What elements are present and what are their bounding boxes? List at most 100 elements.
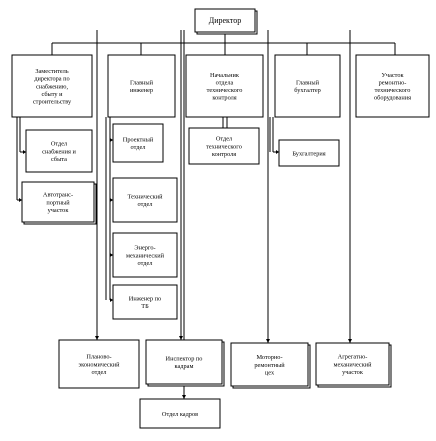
box-frame bbox=[25, 129, 93, 173]
box-label-line: снабжения и bbox=[42, 148, 76, 155]
org-box-hr-dept: Отдел кадров bbox=[139, 398, 221, 429]
box-label-line: Технический bbox=[128, 193, 164, 200]
box-label-line: Инспектор по bbox=[166, 355, 203, 362]
box-label-line: Моторно- bbox=[256, 354, 282, 361]
box-label-line: Проектный bbox=[123, 136, 154, 143]
box-label-line: ТБ bbox=[141, 303, 149, 310]
box-label-line: отдел bbox=[138, 201, 153, 208]
box-frame bbox=[112, 123, 164, 163]
arrow-head bbox=[95, 336, 99, 340]
box-label-line: портный bbox=[46, 199, 70, 206]
box-frame bbox=[58, 339, 140, 389]
box-label-line: Отдел кадров bbox=[162, 411, 198, 418]
box-label-line: инженер bbox=[130, 87, 153, 94]
box-frame bbox=[145, 339, 223, 385]
box-label-line: контроля bbox=[212, 151, 236, 158]
box-label-line: сбыту и bbox=[41, 91, 63, 98]
box-label-line: строительству bbox=[33, 98, 72, 105]
box-label-line: Планово- bbox=[86, 354, 111, 361]
arrow-head bbox=[110, 138, 113, 142]
box-label-line: Агрегатно- bbox=[338, 354, 368, 361]
box-label-line: директора по bbox=[34, 76, 69, 83]
box-label-line: ремонтный bbox=[254, 362, 285, 369]
box-frame bbox=[185, 54, 264, 118]
box-label-line: механический bbox=[126, 252, 165, 259]
box-label-line: сбыта bbox=[51, 156, 67, 163]
box-label-line: Главный bbox=[296, 79, 320, 86]
box-label-line: цех bbox=[265, 369, 275, 376]
box-label-line: участок bbox=[342, 369, 364, 376]
box-frame bbox=[112, 232, 178, 278]
box-frame bbox=[355, 54, 430, 118]
arrow-head bbox=[276, 150, 279, 154]
box-label-line: ремонтно- bbox=[379, 79, 407, 86]
arrow-head bbox=[110, 298, 113, 302]
box-frame bbox=[107, 54, 176, 118]
box-label-line: отдел bbox=[92, 369, 107, 376]
arrow-head bbox=[348, 339, 352, 343]
box-label-line: оборудования bbox=[374, 95, 411, 102]
box-label-line: Отдел bbox=[216, 136, 232, 143]
arrow-head bbox=[182, 395, 186, 399]
box-frame bbox=[315, 342, 390, 386]
box-label-line: Начальник bbox=[210, 72, 240, 79]
box-frame bbox=[11, 54, 93, 118]
arrow-head bbox=[179, 336, 183, 340]
box-label-line: Участок bbox=[381, 72, 404, 79]
box-label-line: снабжению, bbox=[36, 83, 69, 90]
box-label-line: Автотранс- bbox=[43, 192, 73, 199]
box-frame bbox=[112, 177, 178, 223]
box-label-line: экономический bbox=[78, 361, 120, 368]
box-frame bbox=[194, 8, 256, 33]
box-label-line: кадрам bbox=[175, 363, 194, 370]
box-label-line: Директор bbox=[209, 16, 241, 25]
arrow-head bbox=[110, 198, 113, 202]
box-label-line: отдел bbox=[138, 260, 153, 267]
box-label-line: Отдел bbox=[51, 141, 67, 148]
org-box-director: Директор bbox=[194, 8, 258, 35]
box-frame bbox=[274, 54, 341, 118]
connector-lines bbox=[16, 30, 396, 399]
box-label-line: Энерго- bbox=[134, 245, 155, 252]
box-frame bbox=[21, 181, 95, 223]
arrow-head bbox=[110, 253, 113, 257]
box-label-line: Заместитель bbox=[35, 68, 68, 75]
box-frame bbox=[112, 284, 178, 320]
box-label-line: Главный bbox=[130, 79, 154, 86]
box-label-line: технического bbox=[375, 87, 411, 94]
box-label-line: механический bbox=[333, 361, 372, 368]
box-frame bbox=[139, 398, 221, 429]
box-label-line: отдела bbox=[216, 79, 234, 86]
box-frame bbox=[278, 139, 340, 167]
box-label-line: участок bbox=[48, 207, 70, 214]
arrow-head bbox=[19, 198, 22, 202]
box-label-line: Бухгалтерия bbox=[292, 150, 325, 157]
arrow-head bbox=[266, 339, 270, 343]
box-frame bbox=[188, 127, 260, 165]
box-label-line: технического bbox=[206, 143, 242, 150]
box-label-line: контроля bbox=[212, 95, 236, 102]
box-label-line: отдел bbox=[131, 144, 146, 151]
arrow-head bbox=[23, 150, 26, 154]
box-label-line: бухгалтер bbox=[294, 87, 321, 94]
org-box-accounting: Бухгалтерия bbox=[278, 139, 340, 167]
box-frame bbox=[230, 342, 309, 387]
box-label-line: Инженер по bbox=[129, 295, 161, 302]
